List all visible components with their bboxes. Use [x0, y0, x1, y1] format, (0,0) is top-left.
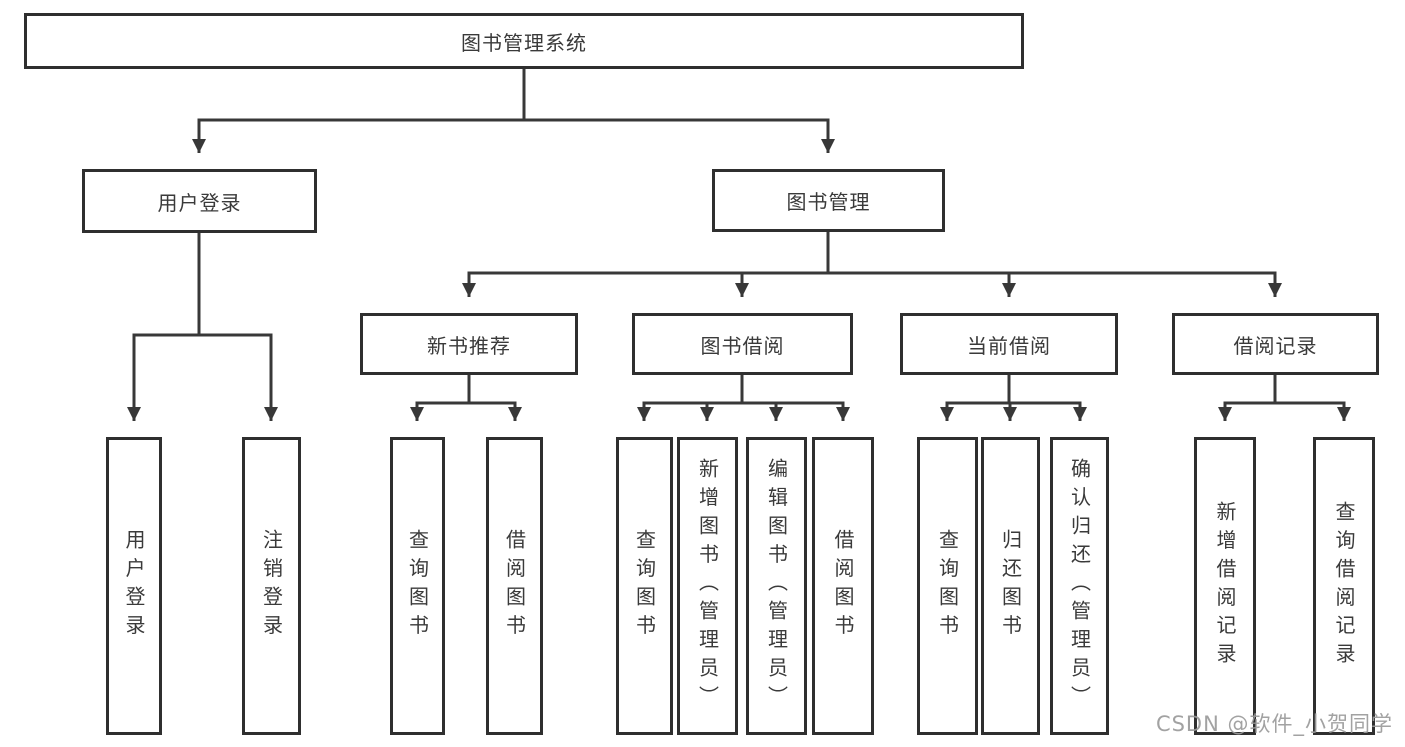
leaf-confirm-return-admin: 确认归还（管理员）: [1050, 437, 1109, 735]
leaf-logout: 注销登录: [242, 437, 301, 735]
leaf-add-borrow-record: 新增借阅记录: [1194, 437, 1256, 735]
csdn-watermark: CSDN @软件_小贺同学: [1155, 712, 1393, 736]
node-root-system: 图书管理系统: [24, 13, 1024, 69]
node-user-login: 用户登录: [82, 169, 317, 233]
leaf-user-login: 用户登录: [106, 437, 162, 735]
leaf-edit-books-admin: 编辑图书（管理员）: [746, 437, 807, 735]
leaf-query-books-borrow: 查询图书: [616, 437, 673, 735]
node-book-management: 图书管理: [712, 169, 945, 232]
node-borrow-records: 借阅记录: [1172, 313, 1379, 375]
leaf-query-books-recommend: 查询图书: [390, 437, 445, 735]
leaf-query-books-current: 查询图书: [917, 437, 978, 735]
leaf-add-books-admin: 新增图书（管理员）: [677, 437, 738, 735]
leaf-borrow-books-recommend: 借阅图书: [486, 437, 543, 735]
leaf-query-borrow-record: 查询借阅记录: [1313, 437, 1375, 735]
node-book-borrow: 图书借阅: [632, 313, 853, 375]
leaf-borrow-books: 借阅图书: [812, 437, 874, 735]
node-new-book-recommend: 新书推荐: [360, 313, 578, 375]
node-current-borrow: 当前借阅: [900, 313, 1118, 375]
leaf-return-books: 归还图书: [981, 437, 1040, 735]
